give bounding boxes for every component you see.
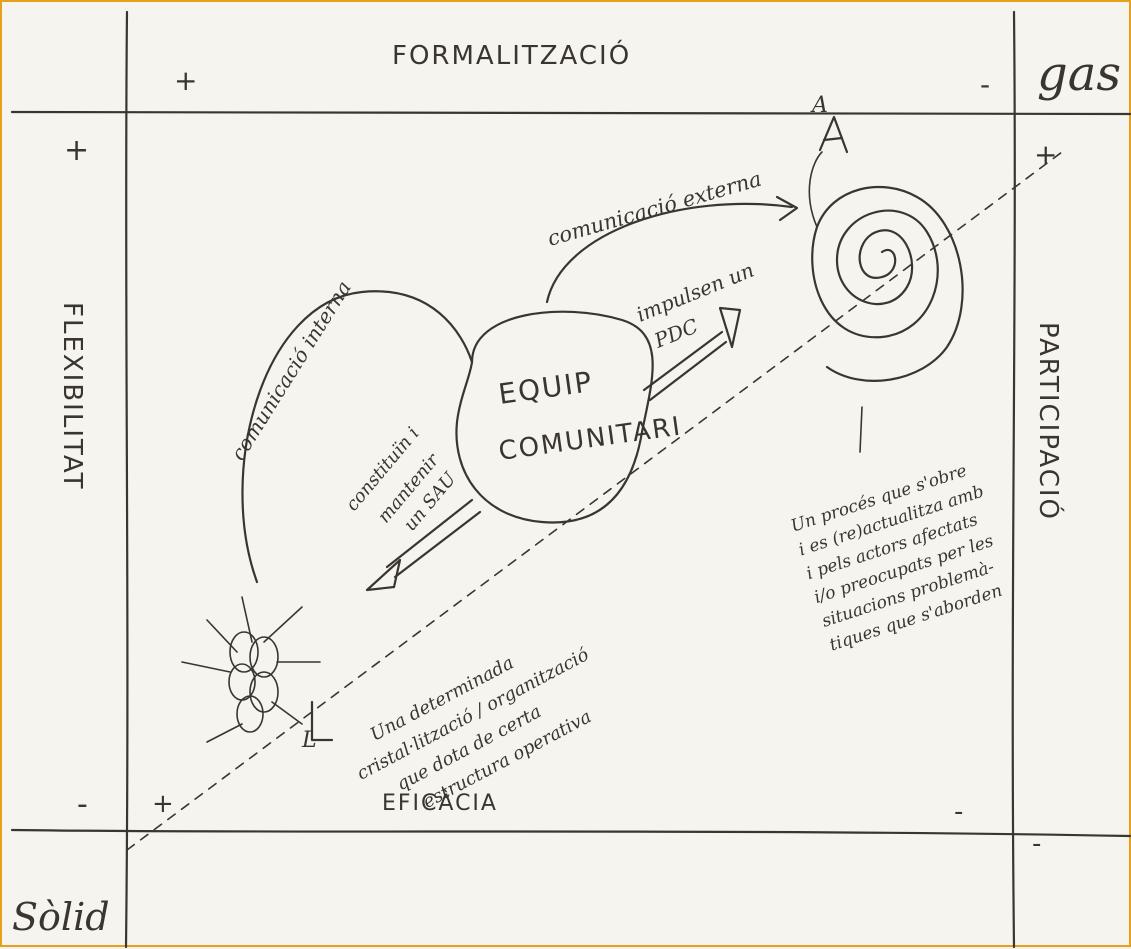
left-axis-label: FLEXIBILITAT (57, 302, 87, 491)
spiral-tail (808, 151, 823, 228)
constitution-arrow-head (365, 558, 402, 592)
left-bottom-sign: - (77, 787, 90, 822)
right-axis-label: PARTICIPACIÓ (1033, 322, 1065, 521)
top-horizontal-line (10, 110, 1131, 116)
top-axis-label: FORMALITZACIÓ (392, 39, 631, 71)
corner-solid-label: Sòlid (12, 895, 110, 939)
right-top-sign: + (1034, 138, 1059, 171)
diagonal-dashed-line (126, 151, 1063, 851)
point-L-mark (310, 700, 334, 742)
note-A: Un procés que s'obre i es (re)actualitza… (789, 461, 1005, 656)
point-A-label: A (810, 93, 828, 118)
point-L-label: L (301, 728, 317, 753)
constitution-arrow-shaft (385, 498, 482, 579)
bottom-left-sign: + (152, 789, 176, 819)
external-communication-label: comunicació externa (545, 167, 764, 251)
top-right-sign: - (980, 68, 992, 101)
left-vertical-line (124, 10, 129, 949)
center-label-line2: COMUNITARI (497, 412, 684, 467)
right-vertical-line (1011, 10, 1016, 949)
equip-comunitari-blob (455, 310, 654, 524)
crystal-cluster-icon (181, 596, 321, 743)
spiral-icon (811, 185, 964, 382)
external-communication-arrow (545, 202, 794, 304)
right-bottom-sign: - (1032, 829, 1043, 859)
bottom-horizontal-line (10, 828, 1131, 838)
internal-communication-label: comunicació interna (226, 276, 356, 464)
internal-communication-arc (241, 290, 474, 584)
bottom-axis-label: EFICÀCIA (382, 790, 498, 816)
bottom-right-sign: - (954, 797, 965, 827)
center-label-line1: EQUIP (496, 365, 595, 411)
spiral-pointer-line (859, 406, 863, 453)
corner-gas-label: gas (1037, 46, 1121, 102)
external-arrow-head (775, 195, 799, 222)
point-A-mark (818, 115, 849, 154)
left-top-sign: + (64, 133, 91, 168)
top-left-sign: + (174, 64, 199, 97)
impulse-arrow-shaft (642, 330, 728, 402)
impulse-arrow-head (718, 306, 742, 349)
